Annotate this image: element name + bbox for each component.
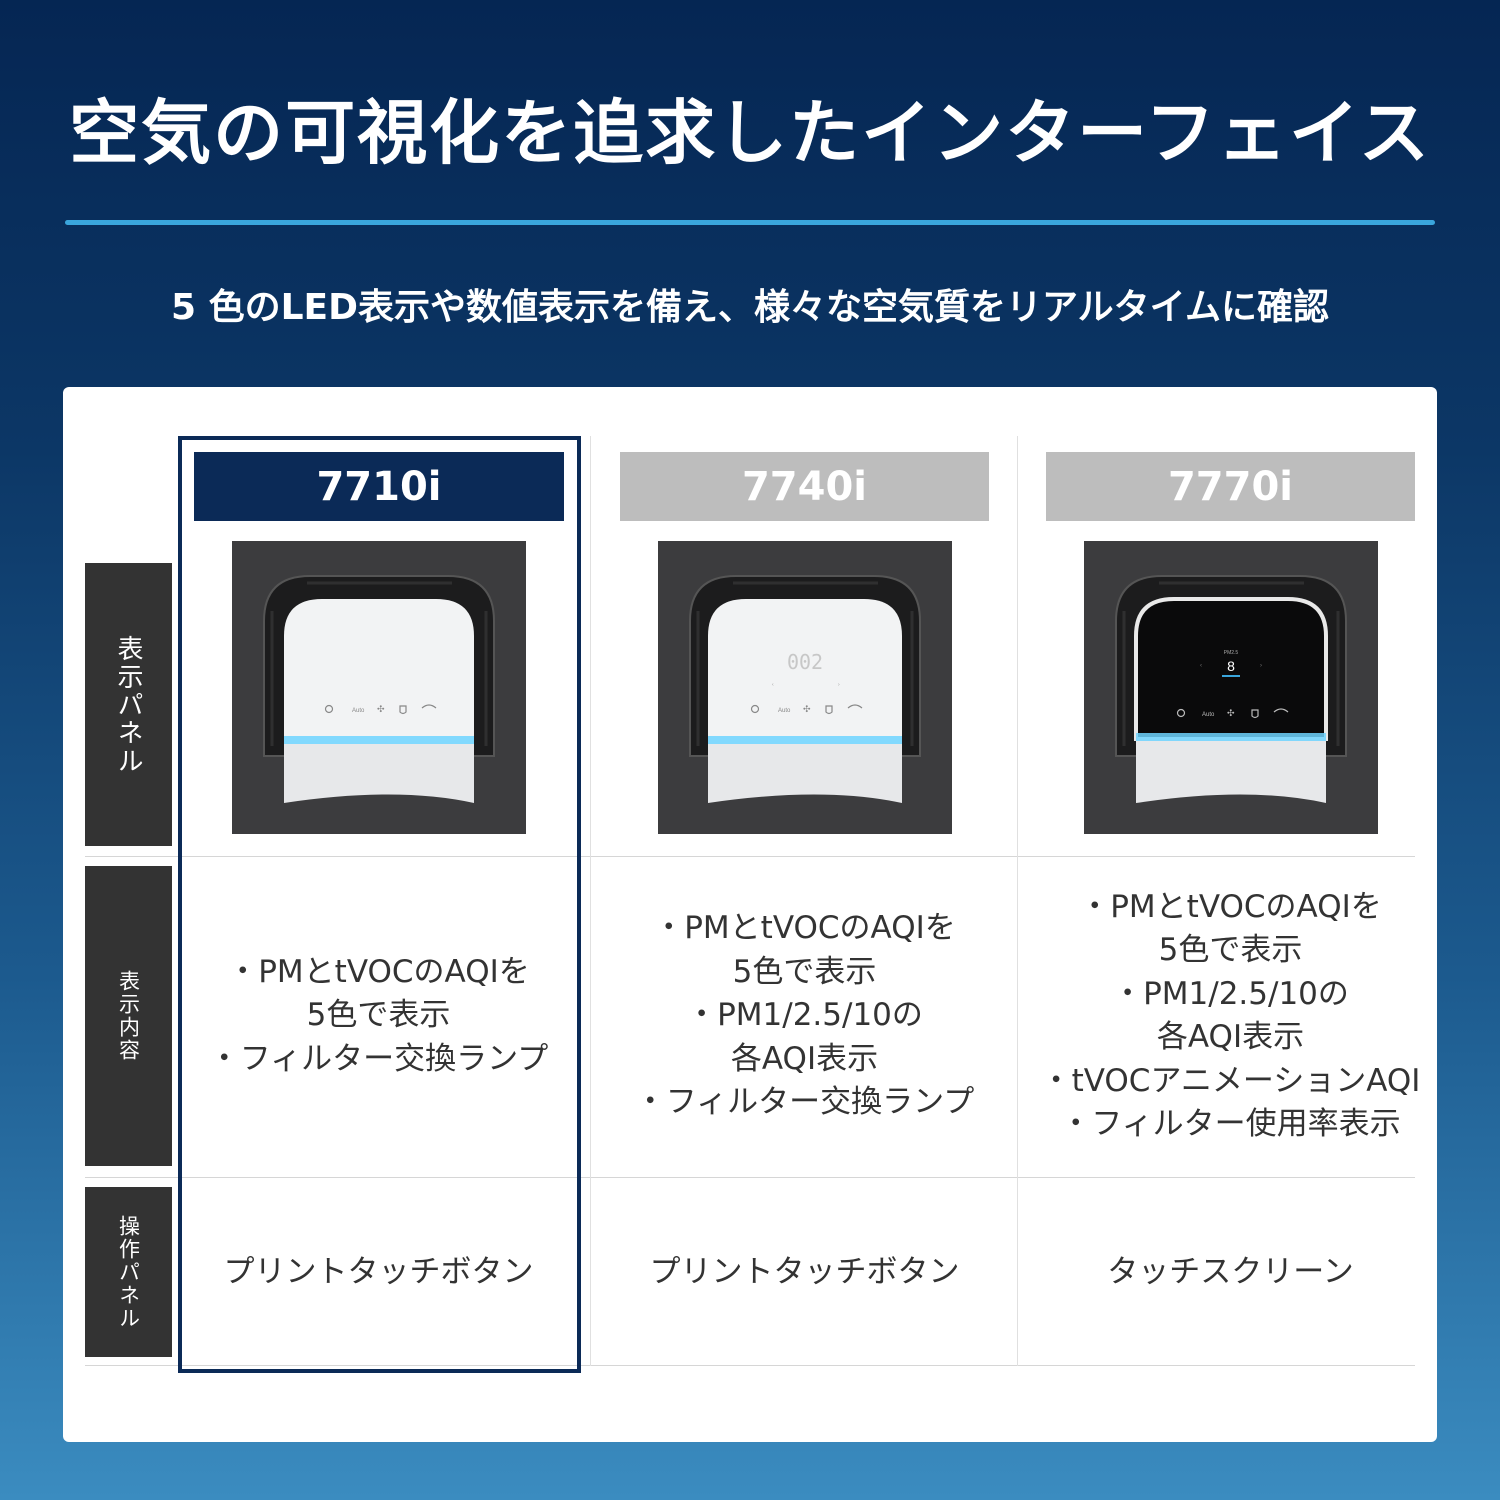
model-header-7770i: 7770i	[1046, 452, 1415, 521]
column-divider	[590, 436, 591, 1366]
model-header-7710i: 7710i	[194, 452, 564, 521]
selected-model-highlight	[178, 436, 581, 1373]
device-photo-7740i: 002 ‹ › Auto ✣	[658, 541, 952, 834]
content-line: ・PMとtVOCのAQIを	[1079, 888, 1382, 925]
title-underline	[65, 220, 1435, 225]
device-photo-7770i: PM2.5 8 ‹ › Auto ✣	[1084, 541, 1378, 834]
svg-text:Auto: Auto	[778, 708, 791, 714]
svg-text:›: ›	[838, 682, 840, 688]
content-line: ・PMとtVOCのAQIを	[653, 910, 956, 947]
svg-text:PM2.5: PM2.5	[1224, 650, 1239, 656]
svg-text:Auto: Auto	[1202, 712, 1215, 718]
row-label-display-panel: 表示パネル	[85, 563, 172, 846]
content-line: ・tVOCアニメーションAQI	[1040, 1062, 1421, 1099]
numeric-display: 002	[787, 650, 823, 674]
content-line: ・PM1/2.5/10の	[686, 997, 923, 1034]
operation-cell-7710i: プリントタッチボタン	[223, 1254, 534, 1290]
content-line: ・フィルター交換ランプ	[208, 1040, 549, 1077]
svg-text:✣: ✣	[377, 705, 385, 715]
content-line: ・フィルター使用率表示	[1060, 1106, 1401, 1142]
column-divider	[1017, 436, 1018, 1366]
content-cell-7770i: ・PMとtVOCのAQIを 5色で表示 ・PM1/2.5/10の 各AQI表示 …	[1018, 866, 1443, 1166]
operation-cell-7770i: タッチスクリーン	[1107, 1254, 1354, 1290]
svg-text:✣: ✣	[1227, 709, 1235, 719]
air-purifier-touchscreen-panel-image: PM2.5 8 ‹ › Auto ✣	[1084, 541, 1378, 834]
content-line: 5色で表示	[1158, 932, 1303, 968]
row-divider	[85, 1365, 1415, 1366]
content-line: 5色で表示	[732, 953, 877, 990]
svg-text:›: ›	[1260, 663, 1262, 669]
touchscreen-value: 8	[1227, 658, 1235, 674]
air-purifier-white-panel-image: Auto ✣	[232, 541, 526, 834]
content-line: ・PM1/2.5/10の	[1112, 975, 1349, 1012]
row-divider	[85, 856, 1415, 857]
row-divider	[85, 1177, 1415, 1178]
device-photo-7710i: Auto ✣	[232, 541, 526, 834]
svg-text:Auto: Auto	[352, 708, 365, 714]
svg-text:✣: ✣	[803, 705, 811, 715]
page-subtitle: 5 色のLED表示や数値表示を備え、様々な空気質をリアルタイムに確認	[171, 287, 1329, 328]
content-line: 5色で表示	[306, 997, 451, 1034]
content-line: ・PMとtVOCのAQIを	[227, 953, 530, 990]
content-line: 各AQI表示	[1156, 1019, 1305, 1055]
content-cell-7740i: ・PMとtVOCのAQIを 5色で表示 ・PM1/2.5/10の 各AQI表示 …	[592, 866, 1017, 1166]
content-cell-7710i: ・PMとtVOCのAQIを 5色で表示 ・フィルター交換ランプ	[166, 866, 591, 1166]
svg-text:‹: ‹	[1200, 663, 1202, 669]
air-purifier-numeric-panel-image: 002 ‹ › Auto ✣	[658, 541, 952, 834]
content-line: 各AQI表示	[730, 1040, 879, 1077]
row-label-operation-panel: 操作パネル	[85, 1187, 172, 1357]
model-header-7740i: 7740i	[620, 452, 989, 521]
content-line: ・フィルター交換ランプ	[634, 1084, 975, 1121]
page-title: 空気の可視化を追求したインターフェイス	[69, 92, 1431, 174]
operation-cell-7740i: プリントタッチボタン	[649, 1254, 960, 1290]
row-label-display-content: 表示内容	[85, 866, 172, 1166]
svg-text:‹: ‹	[772, 682, 774, 688]
